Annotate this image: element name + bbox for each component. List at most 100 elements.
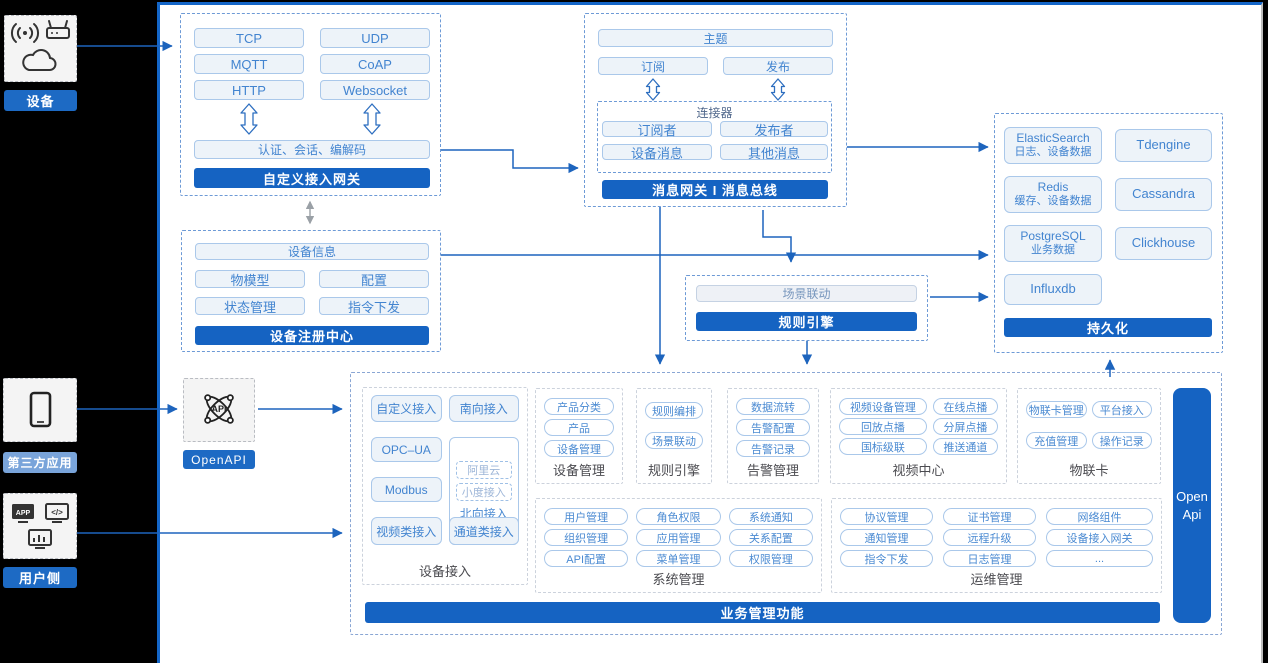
user-side-icons: APP </>	[12, 503, 69, 549]
store-name: ElasticSearch	[1016, 131, 1090, 146]
custom-gateway-banner: 自定义接入网关	[194, 168, 430, 188]
section-label: 设备接入	[418, 564, 471, 579]
feature-pill: 设备接入网关	[1046, 529, 1153, 546]
feature-pill: 场景联动	[645, 432, 703, 449]
feature-pill: 自定义接入	[371, 395, 442, 422]
tdengine-pill: Tdengine	[1115, 129, 1212, 162]
feature-pill: 告警配置	[736, 419, 810, 436]
device-mgmt-grid: 产品分类产品设备管理	[544, 398, 614, 457]
api-atom-icon: API	[204, 394, 234, 424]
device-icons	[10, 20, 70, 71]
feature-pill: 网络组件	[1046, 508, 1153, 525]
feature-pill: 告警记录	[736, 440, 810, 457]
rule-engine-grid: 规则编排场景联动	[645, 402, 703, 451]
app-monitor-icon: APP	[12, 504, 34, 523]
device-access-grid: 自定义接入 南向接入 OPC–UA 阿里云 小度接入 北向接入 Modbus 视…	[371, 395, 519, 545]
feature-pill: 阿里云	[455, 460, 512, 479]
influxdb-pill: Influxdb	[1004, 274, 1102, 305]
feature-pill: 南向接入	[448, 395, 519, 422]
feature-pill: Websocket	[320, 80, 430, 100]
registry-grid: 物模型配置状态管理指令下发	[195, 270, 429, 315]
feature-pill: 通道类接入	[448, 517, 519, 545]
feature-pill: 状态管理	[195, 297, 305, 315]
feature-pill: 设备消息	[602, 144, 712, 161]
feature-pill: 物模型	[195, 270, 305, 288]
store-name: Redis	[1037, 180, 1069, 195]
third-party-box	[3, 378, 77, 442]
ops-mgmt-grid: 协议管理证书管理网络组件通知管理远程升级设备接入网关指令下发日志管理...	[840, 508, 1153, 567]
feature-pill: 角色权限	[636, 508, 721, 525]
feature-pill: 数据流转	[736, 398, 810, 415]
postgresql-pill: PostgreSQL 业务数据	[1004, 225, 1102, 262]
feature-pill: TCP	[194, 28, 304, 48]
session-bar: 认证、会话、编解码	[194, 140, 430, 159]
feature-pill: 证书管理	[943, 508, 1037, 525]
feature-pill: 菜单管理	[636, 550, 721, 567]
code-monitor-icon: </>	[45, 503, 69, 523]
video-center-grid: 视频设备管理在线点播回放点播分屏点播国标级联推送通道	[839, 398, 998, 455]
feature-pill: 视频类接入	[371, 517, 442, 545]
feature-pill: 回放点播	[839, 418, 927, 435]
feature-pill: 推送通道	[932, 438, 998, 455]
feature-pill: 充值管理	[1026, 432, 1087, 449]
feature-pill: 产品分类	[544, 398, 614, 415]
feature-pill: HTTP	[194, 80, 304, 100]
chart-monitor-icon	[28, 529, 52, 549]
router-icon	[46, 20, 70, 39]
phone-icon	[29, 391, 52, 428]
third-party-rail-label: 第三方应用	[3, 452, 77, 473]
feature-pill: 规则编排	[645, 402, 703, 419]
feature-pill: 发布者	[720, 121, 828, 138]
section-label: 规则引擎	[647, 463, 700, 478]
feature-pill: 分屏点播	[932, 418, 998, 435]
alarm-grid: 数据流转告警配置告警记录	[736, 398, 810, 457]
feature-pill: OPC–UA	[371, 437, 442, 462]
publish-pill: 发布	[723, 57, 833, 75]
open-api-line: Api	[1182, 506, 1202, 522]
feature-pill: 产品	[544, 419, 614, 436]
section-alarm-mgmt: 数据流转告警配置告警记录 告警管理	[727, 388, 819, 484]
clickhouse-pill: Clickhouse	[1115, 227, 1212, 260]
feature-pill: 其他消息	[720, 144, 828, 161]
user-side-box: APP </>	[3, 493, 77, 559]
feature-pill: 物联卡管理	[1026, 401, 1087, 418]
feature-pill: MQTT	[194, 54, 304, 74]
feature-pill: 指令下发	[319, 297, 429, 315]
cassandra-pill: Cassandra	[1115, 178, 1212, 211]
redis-pill: Redis 缓存、设备数据	[1004, 176, 1102, 213]
feature-pill: 通知管理	[840, 529, 934, 546]
feature-pill: API配置	[544, 550, 629, 567]
feature-pill: 日志管理	[943, 550, 1037, 567]
connector-title: 连接器	[696, 106, 733, 120]
iot-card-grid: 物联卡管理平台接入充值管理操作记录	[1026, 401, 1152, 449]
store-name: PostgreSQL	[1020, 229, 1086, 244]
feature-pill: 视频设备管理	[839, 398, 927, 415]
section-rule-engine: 规则编排场景联动 规则引擎	[636, 388, 712, 484]
user-side-rail-label: 用户侧	[3, 567, 77, 588]
section-label: 视频中心	[892, 463, 945, 478]
scene-linkage-pill: 场景联动	[696, 285, 917, 302]
feature-pill: ...	[1046, 550, 1153, 567]
feature-pill: CoAP	[320, 54, 430, 74]
section-device-access: 自定义接入 南向接入 OPC–UA 阿里云 小度接入 北向接入 Modbus 视…	[362, 387, 528, 585]
api-icon-text: API	[211, 404, 226, 414]
store-desc: 日志、设备数据	[1014, 146, 1092, 159]
svg-text:APP: APP	[16, 510, 31, 517]
section-label: 物联卡	[1069, 463, 1109, 478]
feature-pill: 订阅者	[602, 121, 712, 138]
section-label: 系统管理	[652, 572, 705, 587]
business-banner: 业务管理功能	[365, 602, 1160, 623]
cloud-icon	[22, 49, 57, 71]
feature-pill: 在线点播	[932, 398, 998, 415]
feature-pill: Modbus	[371, 477, 442, 502]
feature-pill: 组织管理	[544, 529, 629, 546]
section-ops-mgmt: 协议管理证书管理网络组件通知管理远程升级设备接入网关指令下发日志管理... 运维…	[831, 498, 1162, 593]
section-device-mgmt: 产品分类产品设备管理 设备管理	[535, 388, 623, 484]
section-label: 设备管理	[552, 463, 605, 478]
device-registry-banner: 设备注册中心	[195, 326, 429, 345]
feature-pill: 国标级联	[839, 438, 927, 455]
feature-pill: 配置	[319, 270, 429, 288]
